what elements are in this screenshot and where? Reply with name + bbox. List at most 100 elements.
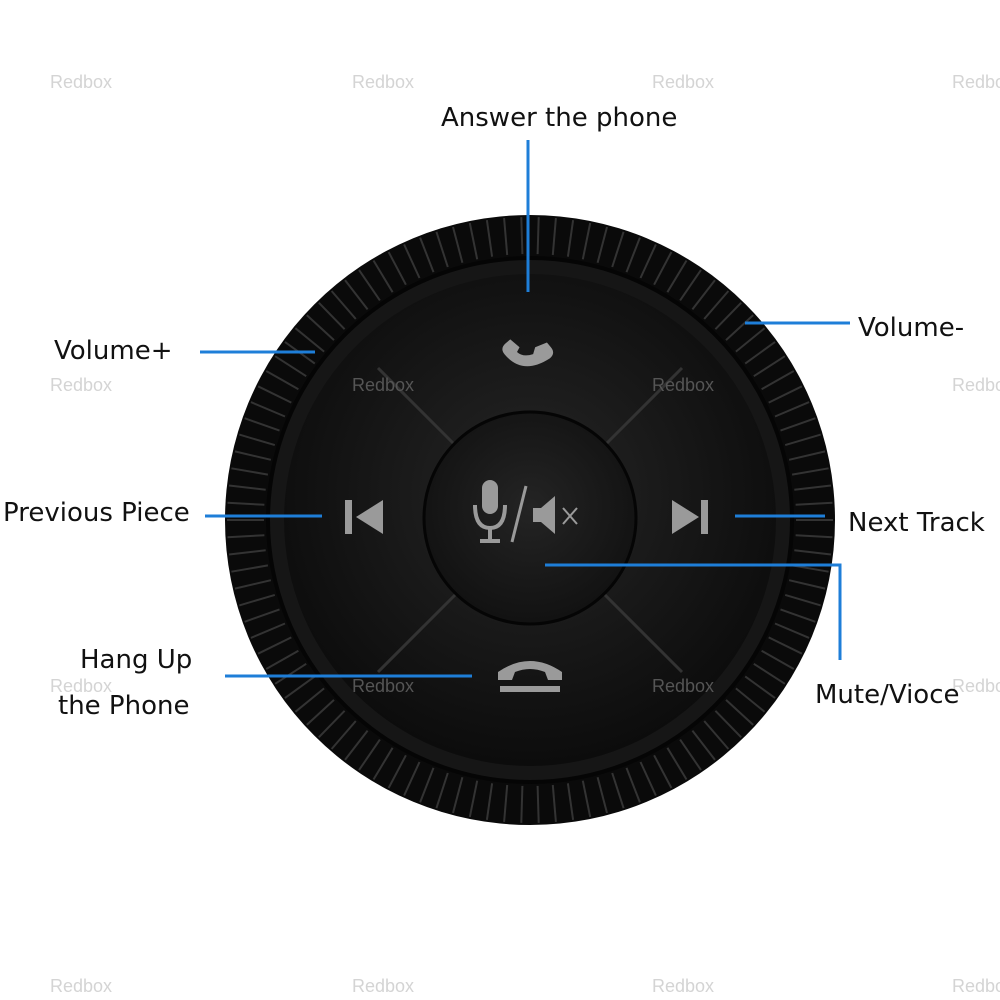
knurl-ridge	[653, 754, 673, 789]
knurl-ridge	[795, 501, 833, 506]
previous-track-icon[interactable]	[345, 500, 383, 534]
knurl-ridge	[666, 747, 688, 781]
knurl-ridge	[231, 564, 269, 573]
knurl-ridge	[485, 219, 494, 257]
knurl-ridge	[794, 484, 832, 491]
knurl-ridge	[753, 662, 786, 685]
knurl-ridge	[435, 231, 449, 268]
knurl-ridge	[768, 385, 803, 404]
knurl-ridge	[227, 534, 265, 539]
knurl-ridge	[639, 761, 657, 797]
knurl-ridge	[639, 243, 657, 279]
knurl-ridge	[318, 710, 346, 738]
knurl-ridge	[372, 259, 394, 293]
knurl-ridge	[788, 450, 826, 461]
knurl-ridge	[344, 279, 369, 311]
knurl-ridge	[679, 739, 702, 771]
knurl-ridge	[452, 226, 464, 263]
knurl-ridge	[257, 385, 292, 404]
knurl-ridge	[358, 269, 381, 301]
slash-divider	[510, 485, 528, 543]
knurl-ridge	[403, 761, 421, 797]
knurl-ridge	[250, 401, 286, 418]
knurl-ridge	[387, 754, 407, 789]
watermark: Redbox	[952, 72, 1000, 92]
knurl-ridge	[653, 251, 673, 286]
knurl-ridge	[761, 649, 795, 670]
knurl-ridge	[372, 747, 394, 781]
knurl-ridge	[625, 767, 641, 803]
knurl-ridge	[244, 417, 280, 432]
knurl-ridge	[551, 218, 557, 256]
knurl-ridge	[714, 302, 742, 330]
knurl-ridge	[265, 370, 299, 391]
knurl-ridge	[666, 259, 688, 293]
knurl-ridge	[725, 314, 754, 341]
knurl-ridge	[257, 636, 292, 655]
knurl-ridge	[358, 739, 381, 771]
knurl-ridge	[611, 772, 625, 809]
knurl-ridge	[419, 767, 435, 803]
knurl-ridge	[768, 636, 803, 655]
knurl-ridge	[294, 327, 325, 353]
phone-answer-icon[interactable]	[500, 323, 556, 379]
knurl-ridge	[274, 662, 307, 685]
knurl-ridge	[611, 231, 625, 268]
knurl-ridge	[318, 302, 346, 330]
knurl-ridge	[330, 290, 357, 320]
knurl-ridge	[703, 290, 730, 320]
knurl-ridge	[774, 622, 810, 639]
knurl-ridge	[284, 675, 316, 699]
knurl-ridge	[566, 219, 575, 257]
watermark: Redbox	[352, 375, 415, 395]
knurl-ridge	[744, 675, 776, 699]
knurl-ridge	[735, 327, 766, 353]
next-track-icon[interactable]	[672, 500, 708, 534]
knurl-ridge	[520, 217, 524, 255]
knurl-ridge	[703, 720, 730, 750]
knurl-ridge	[780, 608, 816, 623]
knurl-ridge	[485, 783, 494, 821]
knurl-ridge	[274, 355, 307, 378]
microphone-icon	[473, 480, 507, 543]
label-answer-the-phone: Answer the phone	[441, 103, 678, 133]
knurl-ridge	[306, 314, 335, 341]
knurl-ridge	[784, 593, 821, 607]
knurl-ridge	[551, 784, 557, 822]
knurl-ridge	[403, 243, 421, 279]
knurl-ridge	[265, 649, 299, 670]
knurl-ridge	[419, 237, 435, 273]
phone-hangup-icon[interactable]	[498, 661, 562, 692]
button-dividers	[376, 366, 684, 674]
knurl-ridge	[761, 370, 795, 391]
knurl-ridge	[468, 222, 479, 260]
knurl-ridge	[581, 780, 592, 818]
knurl-ridge	[306, 699, 335, 726]
knurl-ridge	[679, 269, 702, 301]
watermark: Redbox	[352, 676, 415, 696]
knurl-ridge	[784, 433, 821, 447]
knurl-ridge	[234, 450, 272, 461]
knurl-ridge	[228, 549, 266, 556]
knurl-ridge	[227, 501, 265, 506]
knurl-ridge	[725, 699, 754, 726]
knurl-ridge	[520, 785, 524, 823]
knurl-ridge	[735, 687, 766, 713]
knurl-ridge	[452, 777, 464, 814]
watermark: Redbox	[652, 676, 715, 696]
knurl-ridge	[596, 226, 608, 263]
knurl-ridge	[344, 729, 369, 761]
knurl-ridge	[536, 217, 540, 255]
knurl-ridge	[503, 784, 509, 822]
knurl-ridge	[691, 279, 716, 311]
knurl-ridge	[581, 222, 592, 260]
watermark: Redbox	[952, 976, 1000, 996]
knurl-ridge	[503, 218, 509, 256]
watermark: Redbox	[652, 375, 715, 395]
knurl-ridge	[794, 549, 832, 556]
center-button[interactable]	[422, 410, 638, 626]
watermark: Redbox	[652, 976, 715, 996]
knurl-ridge	[228, 484, 266, 491]
watermark: Redbox	[50, 72, 113, 92]
